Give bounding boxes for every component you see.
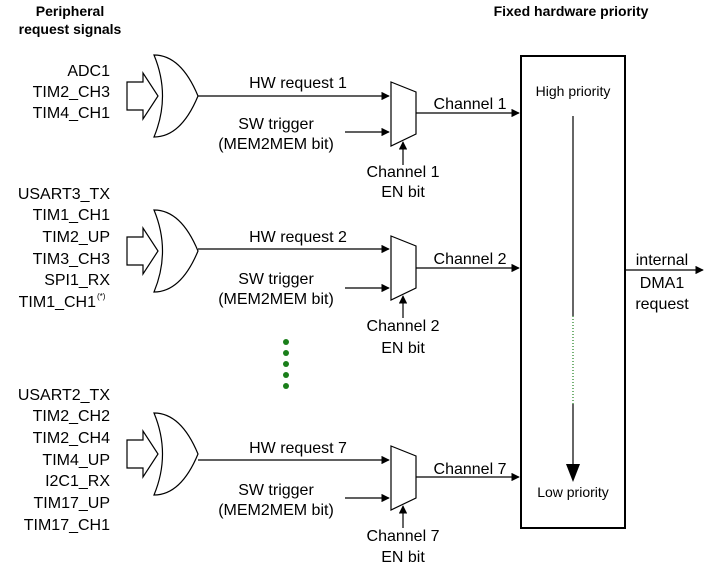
hw-request-label: HW request 1	[249, 75, 347, 92]
or-gate	[153, 54, 199, 138]
signal-label: SPI1_RX	[44, 272, 110, 289]
en-bit-sublabel: EN bit	[381, 184, 425, 201]
input-arrow	[126, 225, 159, 277]
signal-label: TIM2_CH3	[33, 84, 110, 101]
ellipsis-dot	[283, 372, 289, 378]
or-gate	[153, 209, 199, 293]
channel-group-7: USART2_TX TIM2_CH2 TIM2_CH4 TIM4_UP I2C1…	[18, 387, 520, 566]
output-label-line3: request	[635, 296, 689, 313]
signal-label: TIM1_CH1	[33, 207, 110, 224]
hw-request-label: HW request 2	[249, 229, 347, 246]
sw-trigger-label: SW trigger	[238, 482, 314, 499]
channel-label: Channel 1	[434, 96, 507, 113]
header-peripheral-line1: Peripheral	[36, 3, 104, 19]
ellipsis-dot	[283, 383, 289, 389]
priority-arrow	[566, 116, 580, 482]
ellipsis-dot	[283, 350, 289, 356]
ellipsis-dot	[283, 361, 289, 367]
header-fixed-priority: Fixed hardware priority	[494, 3, 649, 19]
signal-label: I2C1_RX	[45, 473, 110, 490]
signal-label: TIM4_CH1	[33, 105, 110, 122]
multiplexer	[390, 81, 417, 147]
signal-label: TIM2_UP	[42, 229, 110, 246]
signal-label: TIM2_CH2	[33, 408, 110, 425]
sw-trigger-sublabel: (MEM2MEM bit)	[218, 136, 334, 153]
output-label-line1: internal	[636, 252, 688, 269]
channel-group-2: USART3_TX TIM1_CH1 TIM2_UP TIM3_CH3 SPI1…	[18, 186, 520, 357]
sw-trigger-label: SW trigger	[238, 116, 314, 133]
or-gate	[153, 412, 199, 496]
sw-trigger-label: SW trigger	[238, 271, 314, 288]
en-bit-label: Channel 2	[367, 318, 440, 335]
ellipsis-dot	[283, 339, 289, 345]
en-bit-sublabel: EN bit	[381, 549, 425, 566]
multiplexer	[390, 445, 417, 511]
channel-label: Channel 7	[434, 461, 507, 478]
signal-label: USART2_TX	[18, 387, 111, 404]
signal-label: ADC1	[67, 63, 110, 80]
en-bit-label: Channel 1	[367, 164, 440, 181]
signal-label: TIM2_CH4	[33, 430, 110, 447]
signal-label: USART3_TX	[18, 186, 111, 203]
sw-trigger-sublabel: (MEM2MEM bit)	[218, 502, 334, 519]
ellipsis-dots	[283, 339, 289, 389]
signal-label: TIM17_CH1	[24, 517, 110, 534]
signal-footnote-marker: (*)	[97, 292, 106, 301]
signal-label: TIM17_UP	[34, 495, 110, 512]
signal-label: TIM1_CH1	[19, 294, 96, 311]
high-priority-label: High priority	[536, 83, 611, 99]
en-bit-sublabel: EN bit	[381, 340, 425, 357]
en-bit-label: Channel 7	[367, 528, 440, 545]
input-arrow	[126, 428, 159, 480]
signal-label: TIM4_UP	[42, 452, 110, 469]
header-peripheral-line2: request signals	[19, 21, 122, 37]
channel-label: Channel 2	[434, 251, 507, 268]
input-arrow	[126, 70, 159, 122]
sw-trigger-sublabel: (MEM2MEM bit)	[218, 291, 334, 308]
hw-request-label: HW request 7	[249, 440, 347, 457]
output-label-line2: DMA1	[640, 275, 685, 292]
multiplexer	[390, 235, 417, 301]
channel-group-1: ADC1 TIM2_CH3 TIM4_CH1 HW request 1 SW t…	[33, 54, 520, 201]
signal-label: TIM3_CH3	[33, 251, 110, 268]
low-priority-label: Low priority	[537, 484, 609, 500]
